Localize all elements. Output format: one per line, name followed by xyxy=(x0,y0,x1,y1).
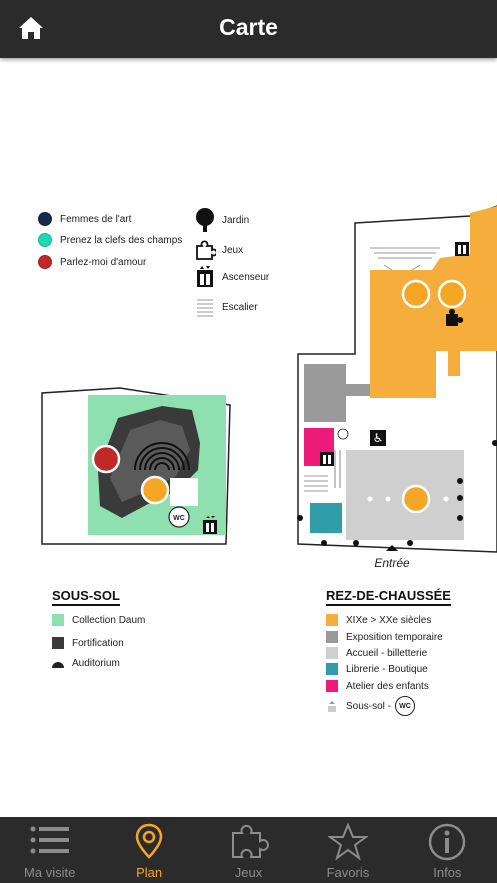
sous-sol-legend: Collection Daum Fortification Auditorium xyxy=(52,614,212,674)
legend-label: Prenez la clefs des champs xyxy=(60,234,183,246)
legend-ascenseur: Ascenseur xyxy=(194,266,269,288)
stairs-up-icon xyxy=(328,701,336,712)
entrance-arrow xyxy=(386,545,398,551)
legend-atelier: Atelier des enfants xyxy=(326,680,429,692)
puzzle-icon xyxy=(196,240,216,260)
stairs-icon xyxy=(197,299,213,317)
legend-auditorium: Auditorium xyxy=(52,658,120,669)
dot-icon xyxy=(38,233,52,247)
temporary-expo-area xyxy=(304,364,346,422)
shop-area xyxy=(310,503,342,533)
swatch xyxy=(326,647,338,659)
xix-xx-area xyxy=(370,206,497,398)
wc-label-basement: WC xyxy=(173,515,185,522)
legend-sous-sol-access: Sous-sol - WC xyxy=(326,696,416,716)
map-area[interactable]: WC xyxy=(0,58,497,818)
legend-collection-daum: Collection Daum xyxy=(52,614,145,626)
visit-dot-orange xyxy=(140,475,170,505)
legend-jeux: Jeux xyxy=(194,240,243,260)
visit-dot-red xyxy=(91,444,121,474)
visit-dot-3 xyxy=(401,484,431,514)
swatch xyxy=(326,680,338,692)
visit-dot-2 xyxy=(437,279,467,309)
auditorium-icon xyxy=(134,442,190,471)
rez-legend: XIXe > XXe siècles Exposition temporaire… xyxy=(326,614,486,716)
stairs-top xyxy=(370,247,440,271)
legend-escalier: Escalier xyxy=(194,296,258,318)
museum-map: WC xyxy=(41,205,497,570)
basement-corridor xyxy=(170,478,198,506)
legend-librerie: Librerie - Boutique xyxy=(326,663,428,675)
entrance-label: Entrée xyxy=(374,556,410,570)
puzzle-icon-basement xyxy=(172,482,191,501)
wc-icon: WC xyxy=(395,696,416,716)
basement-plan: WC xyxy=(41,387,231,545)
info-icon xyxy=(429,823,466,861)
legend-label: Parlez-moi d'amour xyxy=(60,256,147,268)
app-header: Carte xyxy=(0,0,497,58)
tree-icon xyxy=(196,208,214,232)
legend-visit-femmes[interactable]: Femmes de l'art xyxy=(38,212,131,226)
legend-fortification: Fortification xyxy=(52,637,124,649)
tab-ma-visite[interactable]: Ma visite xyxy=(0,817,99,883)
legend-expo-temporaire: Exposition temporaire xyxy=(326,631,443,643)
visits-legend: Femmes de l'art Prenez la clefs des cham… xyxy=(38,212,208,274)
stairs-left xyxy=(304,475,328,492)
puzzle-icon-ground xyxy=(446,308,464,326)
elevator-icon-basement xyxy=(203,516,217,534)
auditorium-icon xyxy=(52,661,64,668)
dot-icon xyxy=(38,212,52,226)
tab-bar: Ma visite Plan Jeux Favoris Infos xyxy=(0,817,497,883)
map-pin-icon xyxy=(135,823,163,859)
tab-label: Plan xyxy=(136,865,163,880)
dot-icon xyxy=(38,255,52,269)
elevator-icon-ground-1 xyxy=(455,242,469,256)
tab-label: Ma visite xyxy=(24,865,76,880)
elevator-icon-ground-2 xyxy=(320,452,334,466)
swatch xyxy=(52,614,64,626)
sous-sol-title: SOUS-SOL xyxy=(52,588,120,606)
tab-label: Favoris xyxy=(326,865,370,880)
list-icon xyxy=(30,826,69,854)
wc-icon-ground xyxy=(337,428,349,440)
elevator-icon xyxy=(197,266,213,287)
swatch xyxy=(326,663,338,675)
tab-plan[interactable]: Plan xyxy=(99,817,198,883)
wc-icon-basement xyxy=(168,506,190,528)
legend-visit-amour[interactable]: Parlez-moi d'amour xyxy=(38,255,146,269)
rez-title: REZ-DE-CHAUSSÉE xyxy=(326,588,451,606)
swatch xyxy=(326,614,338,626)
visit-dot-1 xyxy=(401,279,431,309)
tab-jeux[interactable]: Jeux xyxy=(199,817,298,883)
ground-floor-plan: ♿ Entrée xyxy=(297,205,497,570)
symbols-legend: Jardin Jeux Ascenseur Escalier xyxy=(194,206,304,326)
star-icon xyxy=(327,823,368,861)
page-title: Carte xyxy=(219,14,278,40)
legend-jardin: Jardin xyxy=(194,208,249,232)
tab-label: Infos xyxy=(433,865,462,880)
legend-xix-xx: XIXe > XXe siècles xyxy=(326,614,431,626)
swatch xyxy=(52,637,64,649)
tab-infos[interactable]: Infos xyxy=(398,817,497,883)
svg-text:♿: ♿ xyxy=(373,431,384,445)
tab-favoris[interactable]: Favoris xyxy=(298,817,397,883)
legend-label: Femmes de l'art xyxy=(60,213,132,225)
swatch xyxy=(326,631,338,643)
puzzle-icon xyxy=(231,824,269,858)
accessibility-icon xyxy=(370,430,386,446)
tab-label: Jeux xyxy=(234,865,263,880)
legend-visit-champs[interactable]: Prenez la clefs des champs xyxy=(38,233,182,247)
legend-accueil: Accueil - billetterie xyxy=(326,647,427,659)
home-icon[interactable] xyxy=(18,15,44,41)
